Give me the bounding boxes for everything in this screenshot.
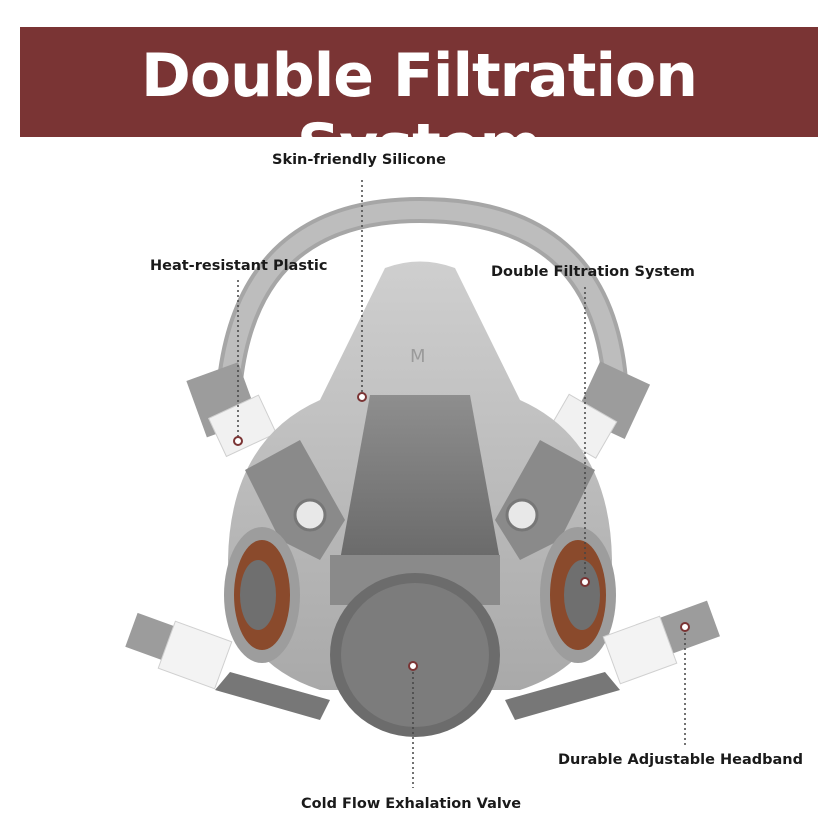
label-valve: Cold Flow Exhalation Valve bbox=[301, 796, 522, 812]
callout-lines bbox=[237, 180, 686, 788]
exhalation-valve bbox=[330, 555, 500, 737]
left-filter-port bbox=[224, 527, 300, 663]
dot-plastic bbox=[233, 436, 243, 446]
left-harness bbox=[245, 440, 345, 560]
label-silicone: Skin-friendly Silicone bbox=[272, 152, 446, 168]
lower-strap-left bbox=[125, 612, 330, 720]
banner-title: Double Filtration System bbox=[141, 41, 698, 181]
lower-strap-right bbox=[505, 600, 720, 720]
label-plastic: Heat-resistant Plastic bbox=[150, 258, 328, 274]
svg-text:M: M bbox=[410, 346, 426, 367]
title-banner: Double Filtration System bbox=[20, 27, 818, 181]
dot-silicone bbox=[357, 392, 367, 402]
upper-strap-left bbox=[186, 362, 277, 458]
label-filtration: Double Filtration System bbox=[491, 264, 695, 280]
dot-headband bbox=[680, 622, 690, 632]
upper-strap-right bbox=[547, 361, 651, 459]
right-filter-port bbox=[540, 527, 616, 663]
callout-dots bbox=[233, 392, 690, 671]
right-harness bbox=[495, 440, 595, 560]
headband bbox=[217, 196, 628, 382]
dot-valve bbox=[408, 661, 418, 671]
mask-body: M bbox=[228, 261, 612, 690]
dot-filtration bbox=[580, 577, 590, 587]
label-headband: Durable Adjustable Headband bbox=[558, 752, 803, 768]
